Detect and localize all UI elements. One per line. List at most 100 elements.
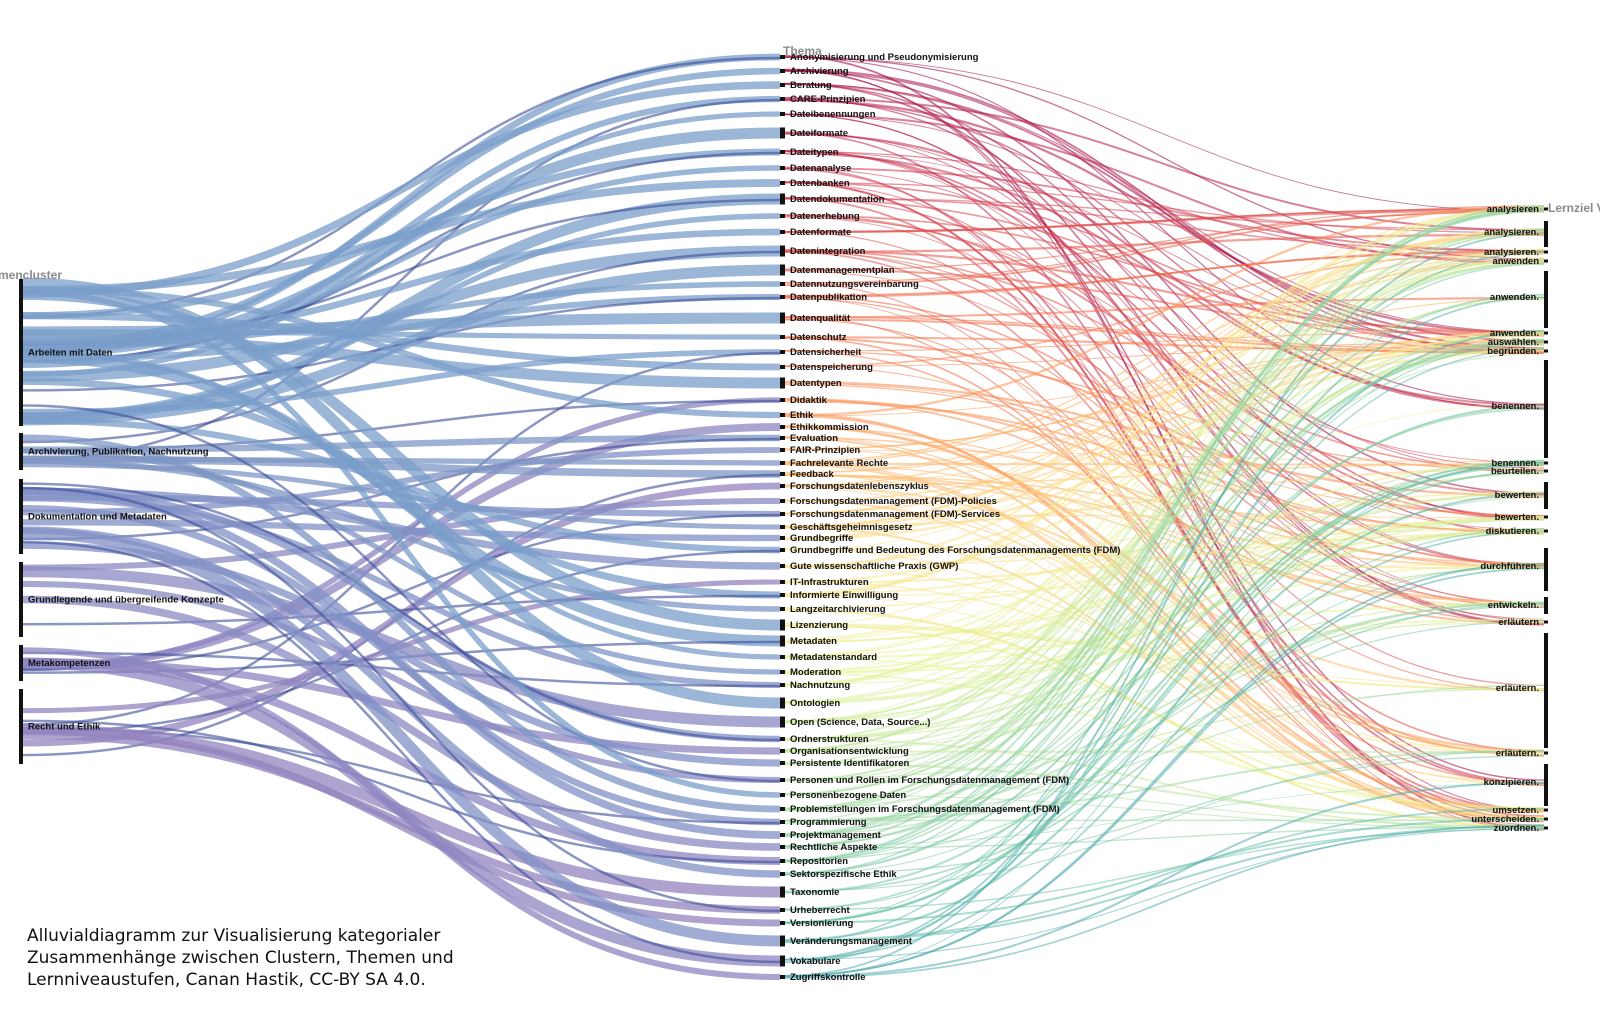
theme-goal-flow [784, 365, 1545, 604]
theme-label: Didaktik [790, 395, 828, 406]
goal-bar [1544, 826, 1548, 830]
theme-label: Grundbegriffe [790, 533, 853, 544]
theme-node-langzeitarchivierung: Langzeitarchivierung [780, 604, 886, 615]
theme-bar [780, 807, 785, 811]
theme-goal-flow [784, 329, 1545, 964]
cluster-label: Archivierung, Publikation, Nachnutzung [28, 447, 209, 458]
theme-bar [780, 872, 785, 876]
theme-goal-flow [784, 69, 1545, 495]
theme-bar [780, 499, 785, 503]
theme-label: FAIR-Prinzipien [790, 445, 860, 456]
theme-bar [780, 761, 785, 765]
theme-goal-flow [784, 250, 1545, 608]
theme-bar [780, 921, 785, 925]
goal-bar [1544, 751, 1548, 755]
theme-node-versionierung: Versionierung [780, 918, 854, 929]
theme-bar [780, 448, 785, 452]
theme-goal-flow [784, 206, 1545, 687]
theme-node-anonymisierung-und-pseudonymisierung: Anonymisierung und Pseudonymisierung [780, 52, 979, 63]
cluster-label: Grundlegende und übergreifende Konzepte [28, 595, 224, 606]
cluster-theme-flow [22, 277, 781, 709]
theme-node-archivierung: Archivierung [780, 66, 849, 77]
theme-goal-flows [784, 55, 1545, 979]
theme-goal-flow [784, 491, 1545, 596]
theme-goal-flow [784, 492, 1545, 942]
theme-goal-flow [784, 230, 1545, 641]
theme-goal-flow [784, 406, 1545, 874]
theme-label: Geschäftsgeheimnisgesetz [790, 522, 913, 533]
theme-label: Ordnerstrukturen [790, 734, 869, 745]
theme-goal-flow [784, 462, 1545, 978]
goal-label: begründen. [1487, 346, 1539, 357]
theme-goal-flow [784, 437, 1545, 812]
theme-label: Open (Science, Data, Source...) [790, 717, 930, 728]
theme-node-open-science-data-source: Open (Science, Data, Source...) [780, 716, 930, 728]
theme-node-nachnutzung: Nachnutzung [780, 680, 850, 691]
theme-label: Dateitypen [790, 147, 839, 158]
goal-node-21-unterscheiden: unterscheiden. [1471, 814, 1548, 825]
theme-label: Grundbegriffe und Bedeutung des Forschun… [790, 545, 1120, 556]
theme-node-taxonomie: Taxonomie [780, 886, 839, 898]
theme-bar [780, 214, 785, 218]
theme-goal-flow [784, 779, 1545, 827]
goal-bar [1544, 207, 1548, 211]
theme-goal-flow [784, 623, 1545, 690]
theme-node-personenbezogene-daten: Personenbezogene Daten [780, 790, 906, 801]
theme-label: Organisationsentwicklung [790, 746, 909, 757]
theme-label: Forschungsdatenmanagement (FDM)-Services [790, 509, 1000, 520]
theme-label: Ethik [790, 410, 814, 421]
theme-label: Projektmanagement [790, 830, 882, 841]
goal-label: analysieren. [1484, 227, 1539, 238]
theme-goal-flow [784, 473, 1545, 754]
cluster-theme-flow [22, 448, 781, 675]
theme-bar [780, 150, 785, 154]
goal-bar [1544, 633, 1548, 748]
goal-bar [1544, 271, 1548, 328]
theme-bar [780, 548, 785, 552]
theme-node-rechtliche-aspekte: Rechtliche Aspekte [780, 842, 877, 853]
goal-node-9-benennen: benennen. [1491, 458, 1548, 469]
theme-bar [780, 181, 785, 185]
theme-bar [780, 749, 785, 753]
theme-goal-flow [784, 56, 1545, 213]
theme-label: Evaluation [790, 433, 838, 444]
cluster-theme-flow [22, 486, 781, 913]
theme-goal-flow [784, 55, 1545, 830]
goal-bar [1544, 817, 1548, 821]
theme-bar [780, 833, 785, 837]
cluster-node-recht-und-ethik: Recht und Ethik [19, 689, 101, 764]
theme-bar [780, 97, 785, 101]
theme-goal-flow [784, 205, 1545, 627]
theme-node-didaktik: Didaktik [780, 395, 828, 406]
theme-node-datenmanagementplan: Datenmanagementplan [780, 264, 895, 276]
theme-bar [780, 69, 785, 73]
theme-bar [780, 112, 785, 116]
theme-goal-flow [784, 257, 1545, 742]
cluster-theme-flow [22, 404, 781, 783]
cluster-theme-flow [22, 98, 781, 461]
theme-bar [780, 935, 785, 947]
goal-label: umsetzen. [1493, 805, 1539, 816]
theme-goal-flow [784, 684, 1545, 822]
theme-goal-flow [784, 230, 1545, 862]
theme-node-geschaeftsgeheimnisgesetz: Geschäftsgeheimnisgesetz [780, 522, 913, 533]
theme-goal-flow [784, 249, 1545, 299]
goal-label: analysieren. [1484, 247, 1539, 258]
theme-goal-flow [784, 206, 1545, 795]
theme-goal-flow [784, 331, 1545, 658]
theme-goal-flow [784, 205, 1545, 417]
theme-goal-flow [784, 210, 1545, 595]
theme-node-ethik: Ethik [780, 410, 814, 421]
theme-goal-flow [784, 252, 1545, 782]
theme-goal-flow [784, 261, 1545, 751]
theme-label: Taxonomie [790, 887, 839, 898]
theme-bar [780, 619, 785, 631]
theme-label: Fachrelevante Rechte [790, 458, 888, 469]
theme-goal-flow [784, 251, 1545, 368]
theme-goal-flow [784, 515, 1545, 704]
theme-node-datenanalyse: Datenanalyse [780, 163, 851, 174]
theme-goal-flow [784, 331, 1545, 515]
theme-node-moderation: Moderation [780, 667, 841, 678]
theme-node-informierte-einwilligung: Informierte Einwilligung [780, 590, 898, 601]
theme-goal-flow [784, 562, 1545, 977]
